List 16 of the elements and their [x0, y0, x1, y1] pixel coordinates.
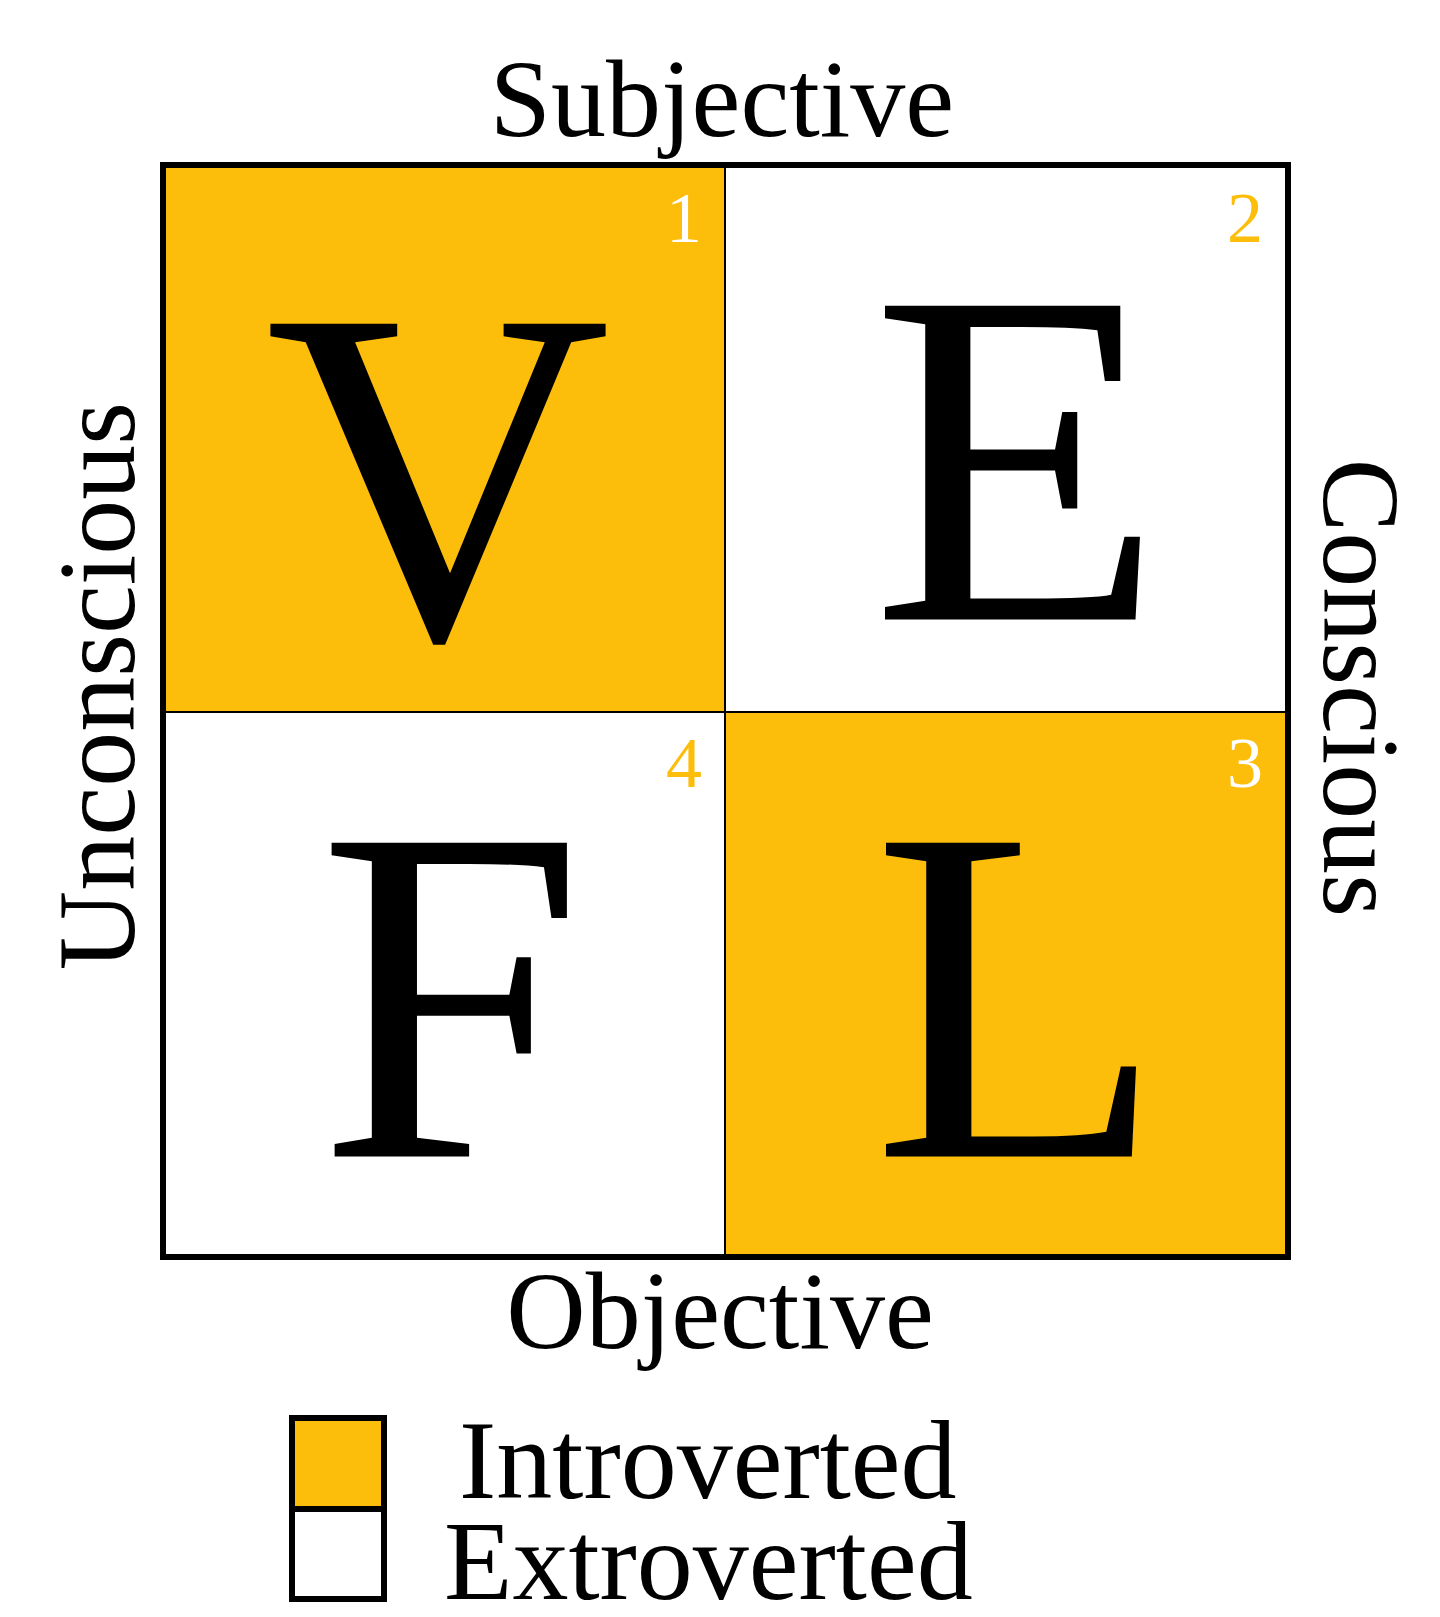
quadrant-letter: L [872, 755, 1165, 1234]
quadrant-number: 4 [666, 727, 702, 799]
quadrant-number: 3 [1227, 727, 1263, 799]
quadrant-cell [725, 167, 1286, 712]
axis-label: Subjective [489, 38, 955, 162]
axis-label: Objective [506, 1250, 934, 1374]
axis-label: Conscious [1298, 458, 1422, 918]
quadrant-number: 2 [1227, 182, 1263, 254]
quadrant-number: 1 [666, 182, 702, 254]
quadrant-cell [165, 712, 725, 1255]
quadrant-letter: V [265, 236, 611, 715]
quadrant-letter: E [871, 218, 1164, 697]
quadrant-cell [165, 167, 725, 712]
quadrant-letter: F [317, 755, 585, 1234]
quadrant-cell [725, 712, 1286, 1255]
axis-label: Unconscious [36, 401, 160, 971]
